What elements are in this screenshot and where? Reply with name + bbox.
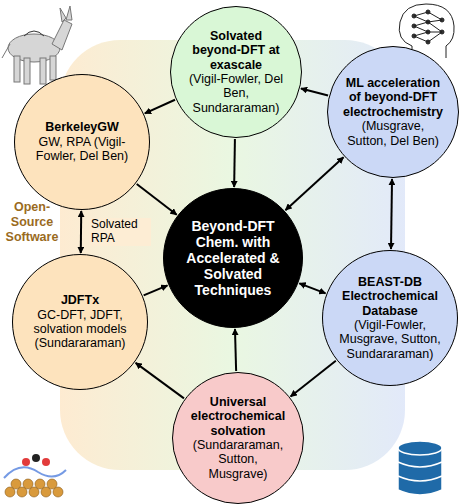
topic-circle: Universal electrochemical solvation(Sund… <box>172 372 304 504</box>
circle-heading: Solvated beyond-DFT at exascale <box>185 29 287 72</box>
circle-body: GW, RPA (Vigil-Fowler, Del Ben) <box>30 135 135 164</box>
connector-arrow <box>137 184 177 215</box>
connector-arrow <box>301 89 328 96</box>
connector-arrow <box>391 179 392 249</box>
connector-arrow <box>233 139 236 187</box>
topic-circle: BerkeleyGWGW, RPA (Vigil-Fowler, Del Ben… <box>14 74 150 210</box>
circle-heading: Beyond-DFT Chem. with Accelerated & Solv… <box>179 218 288 298</box>
circle-content: BerkeleyGWGW, RPA (Vigil-Fowler, Del Ben… <box>30 120 135 163</box>
connector-arrow <box>136 363 184 399</box>
connector-arrow <box>299 283 325 293</box>
connector-arrow <box>145 100 175 114</box>
circle-content: BEAST-DB Electrochemical Database(Vigil-… <box>338 275 443 361</box>
hub-circle: Beyond-DFT Chem. with Accelerated & Solv… <box>163 188 303 328</box>
circle-heading: Universal electrochemical solvation <box>187 395 289 438</box>
circle-content: Universal electrochemical solvation(Sund… <box>187 395 289 481</box>
circle-content: Solvated beyond-DFT at exascale(Vigil-Fo… <box>185 29 287 115</box>
circle-heading: BerkeleyGW <box>45 120 119 134</box>
circle-content: JDFTxGC-DFT, JDFT, solvation models (Sun… <box>28 293 133 351</box>
edge-label: Solvated RPA <box>89 218 151 246</box>
circle-content: ML acceleration of beyond-DFT electroche… <box>342 76 444 148</box>
circle-body: (Vigil-Fowler, Musgrave, Sutton, Sundara… <box>338 318 443 361</box>
circle-heading: ML acceleration of beyond-DFT electroche… <box>342 76 444 119</box>
jdftx-logo <box>4 454 66 497</box>
circle-body: GC-DFT, JDFT, solvation models (Sundarar… <box>28 308 133 351</box>
connector-arrow <box>235 329 236 371</box>
circle-content: Beyond-DFT Chem. with Accelerated & Solv… <box>179 218 288 298</box>
connector-arrow <box>291 361 336 397</box>
topic-circle: ML acceleration of beyond-DFT electroche… <box>327 46 459 178</box>
connector-arrow <box>285 157 343 210</box>
topic-circle: Solvated beyond-DFT at exascale(Vigil-Fo… <box>170 6 302 138</box>
circle-body: (Musgrave, Sutton, Del Ben) <box>342 119 444 148</box>
database-icon <box>398 441 442 495</box>
circle-body: (Sundararaman, Sutton, Musgrave) <box>187 438 289 481</box>
topic-circle: BEAST-DB Electrochemical Database(Vigil-… <box>322 250 458 386</box>
connector-arrow <box>144 285 168 295</box>
circle-body: (Vigil-Fowler, Del Ben, Sundararaman) <box>185 72 287 115</box>
circle-heading: BEAST-DB Electrochemical Database <box>338 275 443 318</box>
side-label: Open-Source Software <box>2 200 62 245</box>
circle-heading: JDFTx <box>61 293 99 307</box>
topic-circle: JDFTxGC-DFT, JDFT, solvation models (Sun… <box>12 254 148 390</box>
connector-arrow <box>80 211 82 253</box>
donkey-icon <box>2 6 72 84</box>
